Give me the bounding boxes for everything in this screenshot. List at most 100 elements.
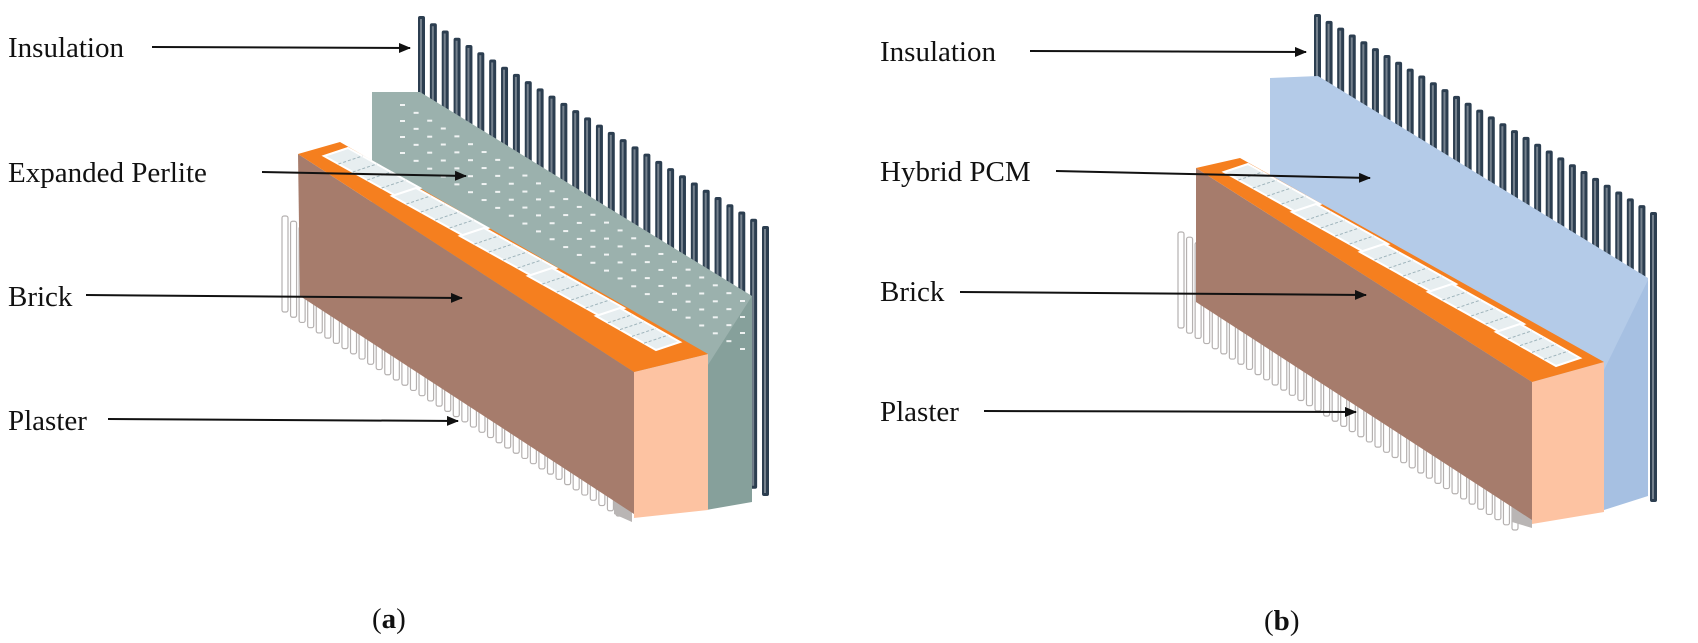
perlite-dot (495, 206, 501, 209)
perlite-dot (481, 167, 487, 170)
brick-cavity-mesh (1442, 291, 1467, 301)
plaster-fin (289, 220, 298, 318)
brick-cavity-mesh (1349, 235, 1374, 245)
perlite-dot (726, 292, 732, 295)
perlite-dot (576, 221, 582, 224)
perlite-dot (536, 214, 541, 217)
brick-cavity-mesh (352, 163, 377, 173)
brick-cavity-mesh (1306, 211, 1331, 221)
panel-b-middle-arrow (1055, 170, 1371, 183)
insulation-fin-highlight (764, 229, 766, 493)
perlite-dot (413, 159, 419, 162)
perlite-dot (549, 190, 555, 193)
perlite-dot (685, 268, 691, 271)
brick-cavity-mesh (571, 291, 596, 301)
brick-cavity-mesh (420, 203, 445, 213)
panel-a-insulation-label: Insulation (8, 32, 124, 64)
perlite-dot (427, 135, 433, 138)
perlite-dot (549, 206, 555, 209)
brick-cavity-mesh (607, 314, 633, 324)
perlite-dot (644, 245, 650, 248)
panel-b-insulation-label: Insulation (880, 36, 996, 68)
brick-cavity-mesh (1471, 307, 1496, 317)
perlite-dot (644, 293, 650, 296)
perlite-dot (440, 143, 446, 146)
perlite-dot (658, 284, 664, 287)
perlite-dot (699, 308, 705, 311)
brick-cavity-mesh (585, 299, 610, 309)
perlite-dot (563, 230, 569, 233)
perlite-dot (508, 182, 514, 185)
brick-cavity-mesh (1519, 337, 1545, 347)
perlite-dot (590, 245, 596, 248)
brick-cavity-mesh (1252, 179, 1277, 189)
panel-a: Insulation Expanded Perlite Brick Plaste… (8, 16, 769, 635)
perlite-dot (631, 285, 637, 288)
perlite-dot (413, 111, 419, 114)
perlite-dot (413, 143, 419, 146)
perlite-dot (508, 198, 514, 201)
perlite-dot (536, 182, 541, 185)
perlite-dot (740, 348, 745, 350)
perlite-dot (454, 183, 460, 186)
perlite-dot (536, 230, 541, 233)
brick-cavity-mesh (503, 251, 528, 261)
perlite-dot (522, 206, 528, 209)
brick-cavity (593, 306, 683, 352)
perlite-dot (563, 198, 569, 201)
brick-front-face (1532, 362, 1604, 524)
brick-cavity (1289, 202, 1391, 254)
perlite-dot (699, 292, 705, 295)
perlite-dot (740, 300, 745, 302)
perlite-dot (712, 300, 718, 303)
panel-a-middle-arrow (261, 170, 467, 181)
panel-a-brick-arrow (85, 292, 463, 303)
brick-side-face (298, 154, 634, 514)
panel-b: Insulation Hybrid PCM Brick Plaster (b) (880, 14, 1657, 637)
perlite-dot (413, 127, 419, 130)
perlite-dot (427, 151, 433, 154)
brick-cavity-mesh (1507, 330, 1533, 340)
perlite-dot (495, 158, 501, 161)
perlite-dot (699, 276, 705, 279)
perlite-dot (672, 308, 677, 311)
perlite-dot (427, 119, 433, 122)
perlite-dot (712, 316, 718, 319)
perlite-dot (604, 269, 609, 272)
perlite-dot (644, 277, 650, 280)
brick-cavity-mesh (1388, 259, 1413, 269)
perlite-dot (468, 191, 473, 194)
brick-cavity (389, 186, 491, 238)
perlite-dot (685, 316, 691, 319)
brick-cavity (457, 226, 559, 278)
panel-a-middle-label: Expanded Perlite (8, 157, 207, 189)
perlite-dot (400, 152, 405, 154)
brick-cavity-mesh (1456, 299, 1481, 309)
brick-cavity-mesh (1374, 251, 1399, 261)
brick-cavity (321, 146, 423, 198)
perlite-dot (536, 198, 541, 201)
perlite-dot (400, 136, 405, 138)
plaster-fin (1185, 236, 1194, 334)
brick-cavity-mesh (435, 211, 460, 221)
perlite-dot (563, 214, 569, 217)
perlite-dot (712, 332, 718, 335)
panel-a-plaster-arrow (107, 415, 459, 426)
perlite-dot (400, 120, 405, 122)
panel-a-caption: (a) (372, 603, 406, 635)
perlite-dot (672, 260, 677, 263)
brick-cavity-mesh (1403, 267, 1428, 277)
brick-cavity (1493, 322, 1583, 368)
perlite-dot (658, 268, 664, 271)
panel-b-plaster-label: Plaster (880, 396, 959, 428)
panel-b-insulation-arrow (1029, 46, 1307, 57)
brick-cavity-mesh (556, 283, 581, 293)
panel-b-plaster-arrow (983, 406, 1357, 417)
panel-b-middle-label: Hybrid PCM (880, 156, 1031, 188)
plaster-fin (281, 215, 289, 313)
perlite-dot (576, 205, 582, 208)
perlite-dot (740, 332, 745, 334)
brick-cavity-mesh (381, 179, 406, 189)
perlite-dot (454, 167, 460, 170)
